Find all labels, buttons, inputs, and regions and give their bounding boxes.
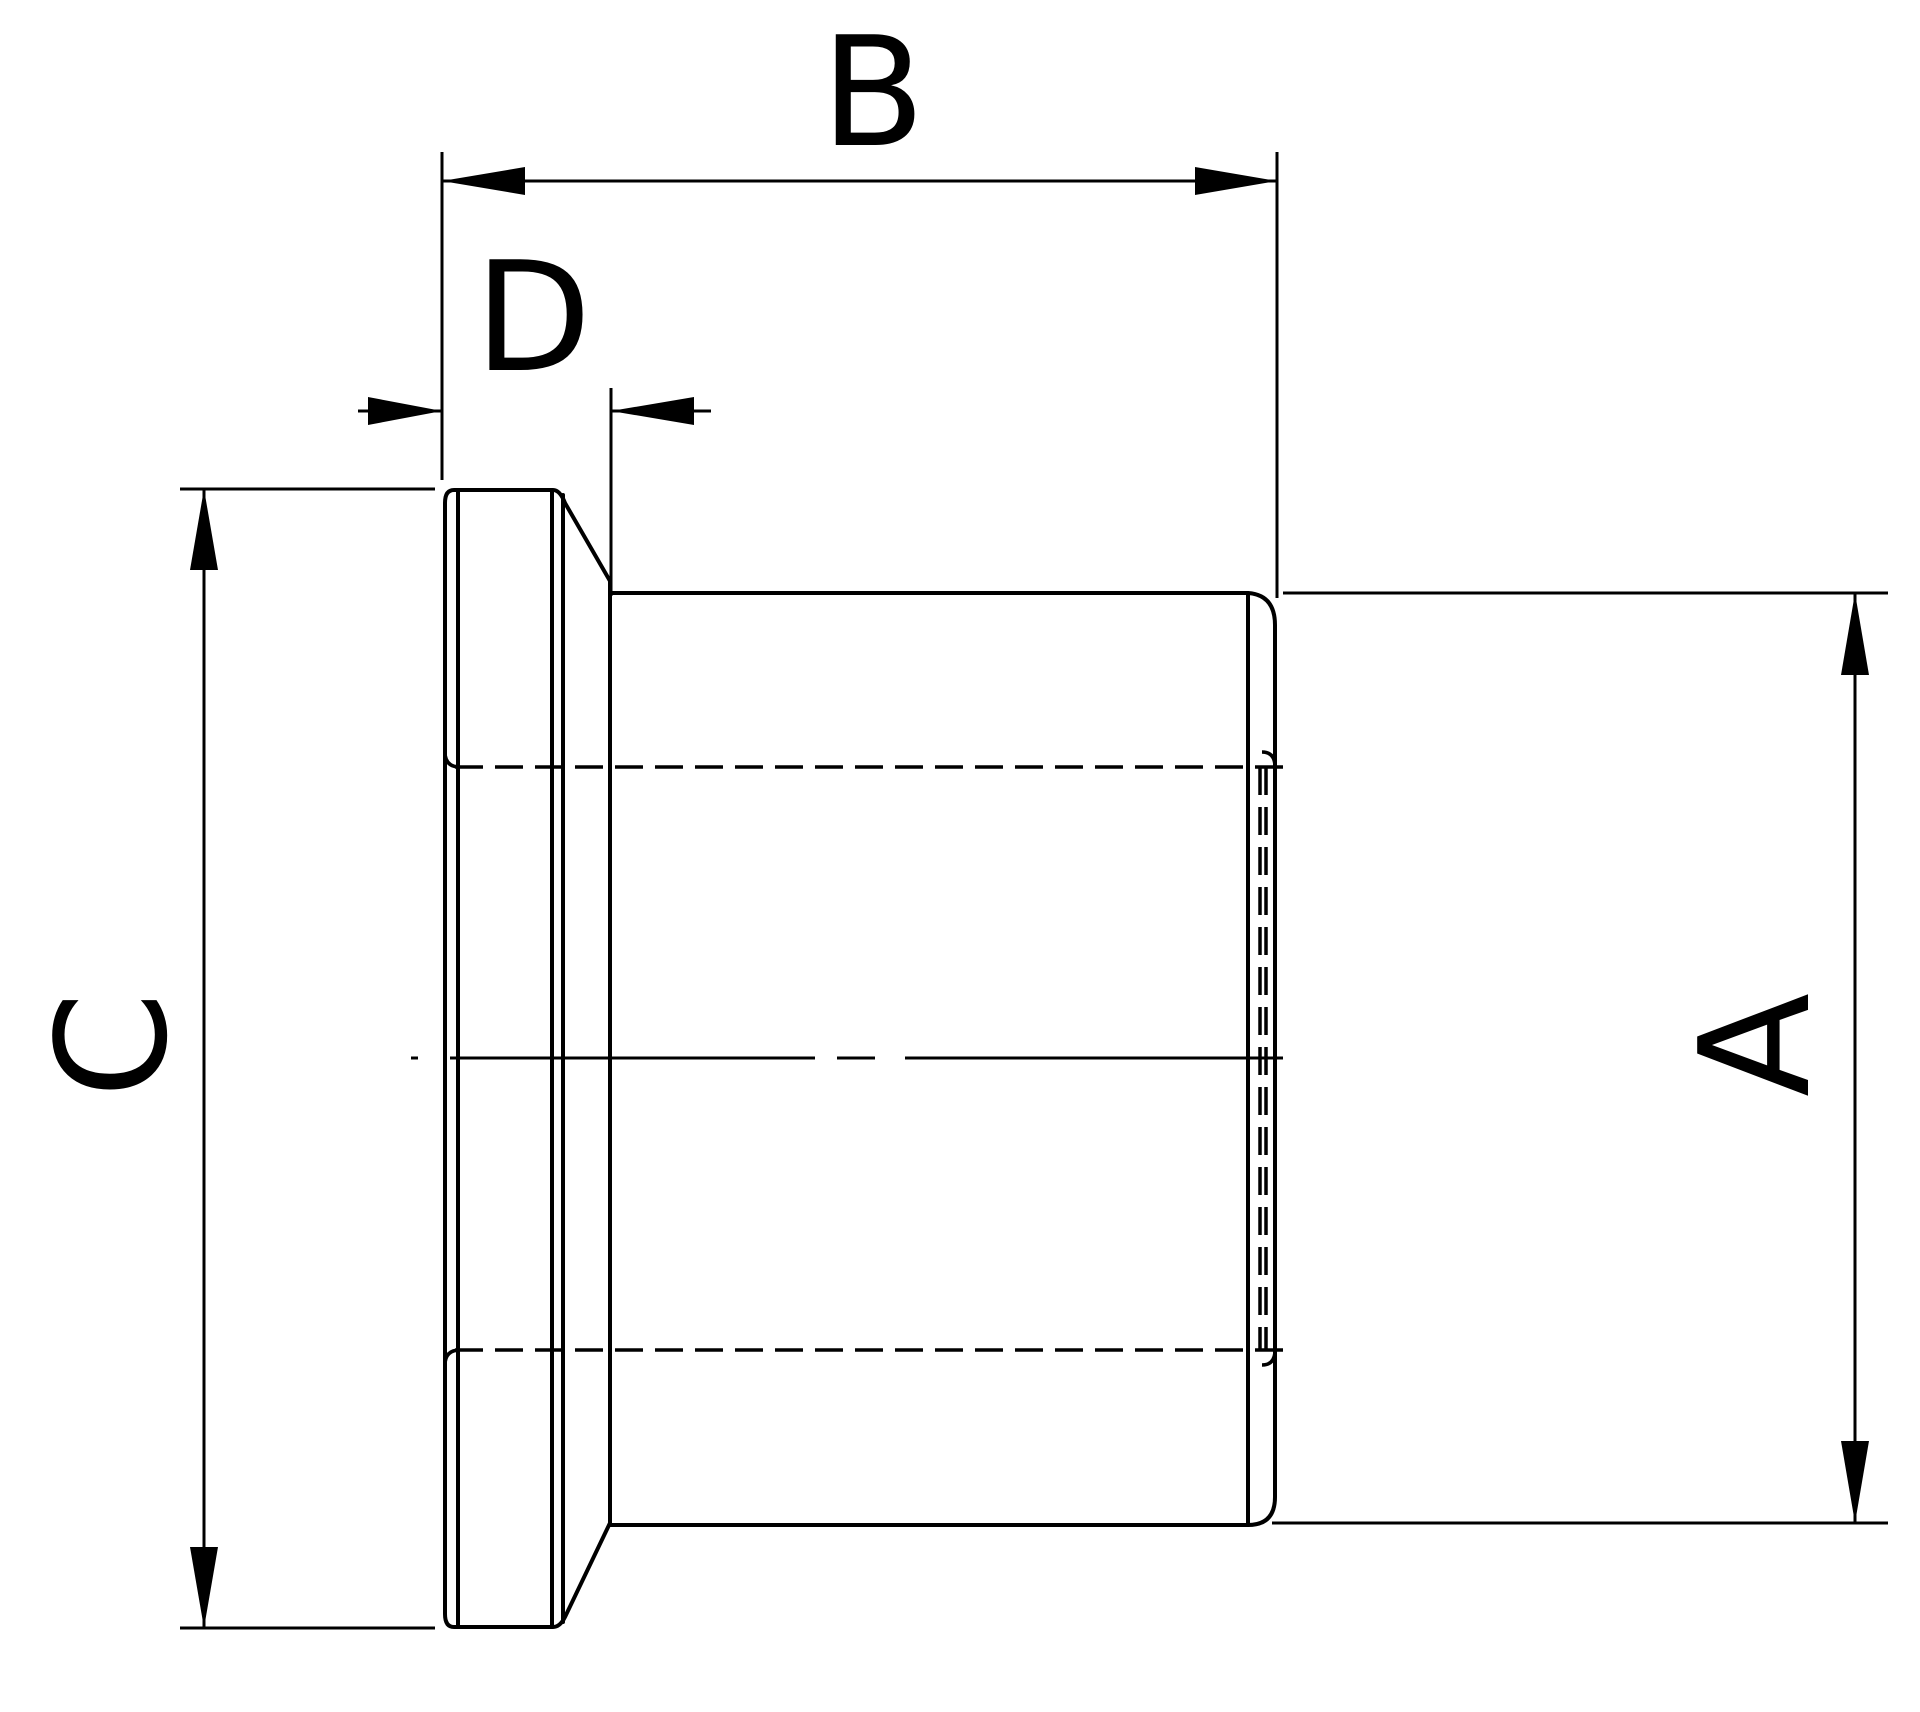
dimension-c (180, 487, 435, 1630)
dimension-a-arrow-top (1841, 593, 1869, 675)
dimension-a (1272, 591, 1888, 1525)
dimension-d (358, 388, 711, 596)
dimension-b-arrow-left (442, 167, 525, 195)
bore-corner-top-left (443, 751, 461, 769)
dimension-b-arrow-right (1195, 167, 1277, 195)
dimension-d-arrow-right (611, 397, 694, 425)
dimension-d-arrow-left (368, 397, 442, 425)
bore-corner-bottom-left (443, 1348, 461, 1366)
bore-corner-top-right (1261, 750, 1277, 768)
sleeve-outline (608, 591, 1277, 1527)
dimension-c-label: C (24, 992, 201, 1098)
dimension-c-arrow-bottom (190, 1547, 218, 1628)
dimension-a-label: A (1667, 993, 1844, 1097)
dimension-b-label: B (821, 4, 925, 181)
dimension-a-arrow-bottom (1841, 1441, 1869, 1523)
dimension-b (440, 152, 1279, 598)
bore-corners (443, 750, 1277, 1367)
dimension-d-label: D (474, 229, 591, 406)
bore-corner-bottom-right (1261, 1349, 1277, 1367)
dimension-c-arrow-top (190, 489, 218, 570)
